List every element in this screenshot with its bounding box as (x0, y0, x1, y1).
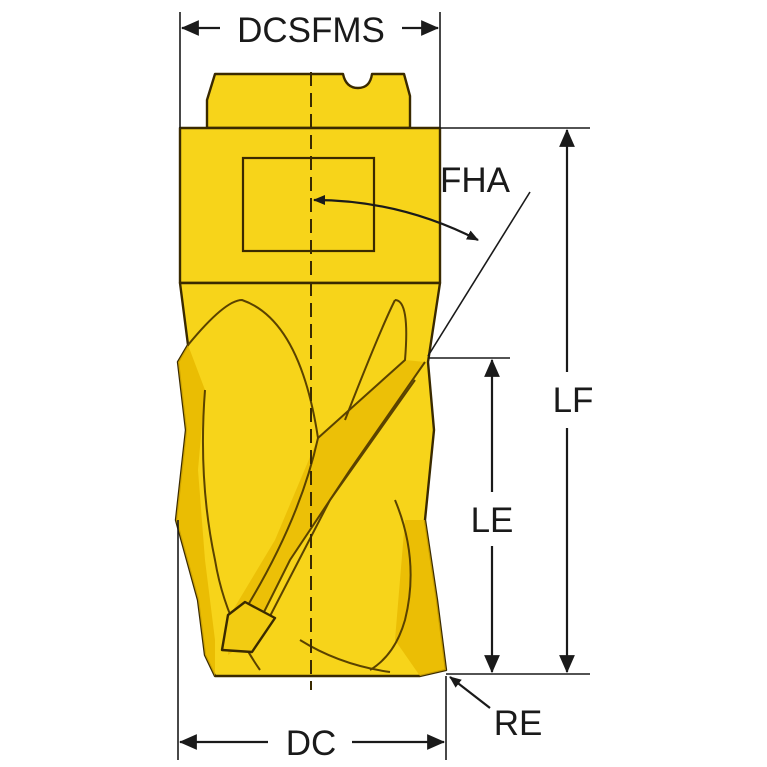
flute-edge-8 (299, 639, 391, 673)
dim-shank-diameter: DCSFMS (179, 11, 441, 128)
flute-edge-5 (267, 379, 416, 621)
flute-edge-1 (187, 298, 320, 611)
flute-shade-center (228, 360, 425, 655)
corner-radius-label: RE (494, 704, 543, 743)
dim-corner-radius: RE (449, 676, 543, 743)
flute-edge-3 (317, 299, 408, 439)
dim-cutting-diameter: DC (177, 520, 447, 763)
flute-shade-left (176, 345, 215, 676)
cutting-diameter-label: DC (286, 724, 337, 763)
flute-edge-7 (369, 499, 412, 671)
flat-angle-label: FHA (440, 161, 511, 200)
dim-functional-length: LF (440, 127, 594, 675)
functional-length-label: LF (553, 381, 594, 420)
insert-facet (220, 600, 277, 654)
tool-body (174, 72, 448, 690)
flute-shade-right (395, 520, 446, 676)
flute-edge-4 (249, 361, 426, 641)
dim-cutting-edge-length: LE (428, 357, 514, 674)
cutting-edge-length-label: LE (471, 501, 514, 540)
shank-diameter-label: DCSFMS (237, 11, 385, 50)
dim-flat-angle: FHA (313, 161, 531, 357)
coupling-top (205, 72, 412, 130)
flute-edge-6 (344, 299, 396, 421)
